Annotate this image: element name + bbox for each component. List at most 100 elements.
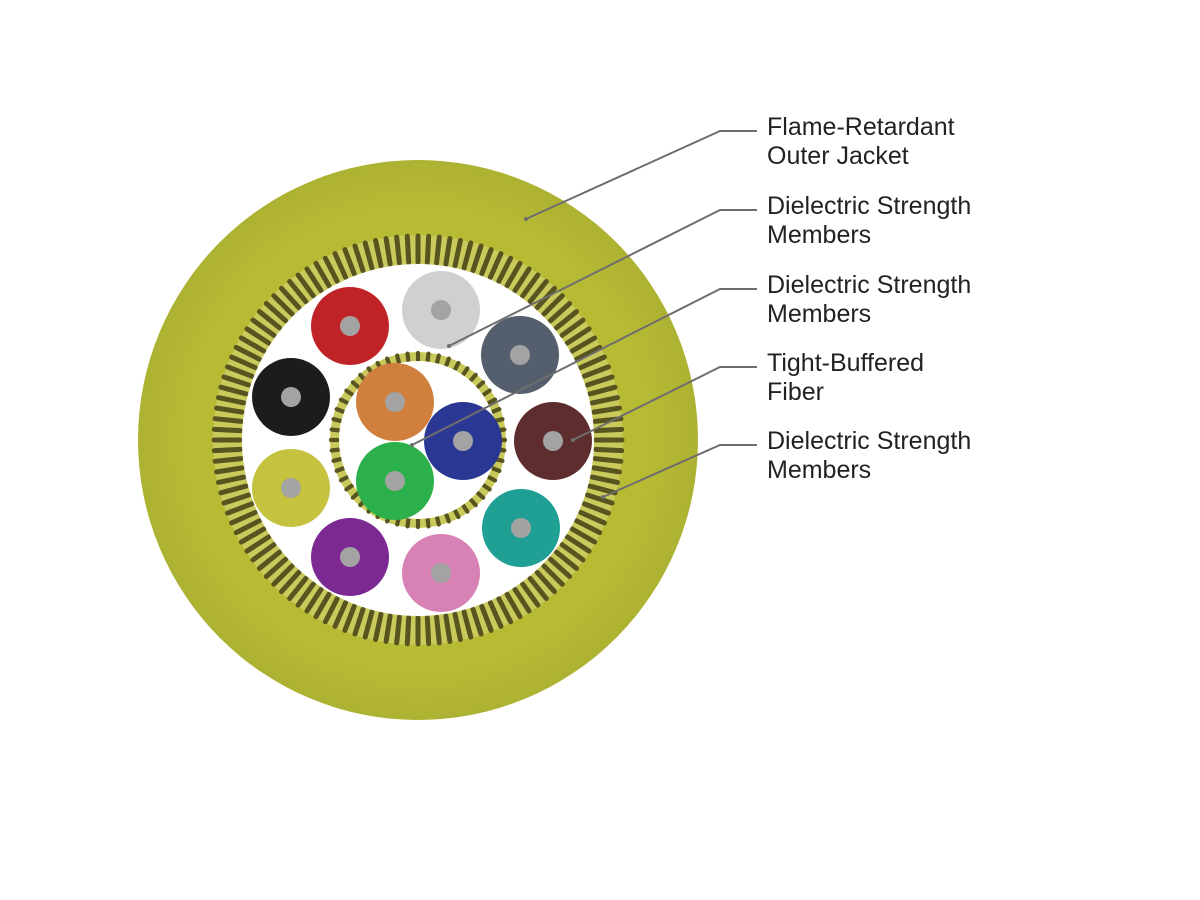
strength-member-strand: [383, 613, 393, 644]
strength-member-strand: [574, 344, 603, 362]
strength-member-strand: [444, 512, 451, 524]
tight-buffered-fibers: [252, 271, 592, 612]
strength-member-strand: [322, 596, 340, 625]
strength-member-strand: [329, 427, 341, 433]
strength-member-strand: [435, 515, 441, 527]
strength-member-strand: [295, 272, 316, 299]
strength-member-strand: [520, 272, 541, 299]
strength-member-strand: [263, 556, 289, 579]
leader-line-outer-jacket: [525, 130, 757, 220]
strength-member-strand: [547, 556, 573, 579]
strength-member-strand: [362, 609, 375, 640]
label-strength-members-2: Dielectric Strength Members: [767, 271, 971, 329]
strength-member-strand: [534, 569, 557, 595]
strength-member-strand: [564, 326, 592, 346]
leader-line-tight-buffered-fiber: [572, 366, 757, 441]
strength-member-strand: [405, 351, 411, 363]
fiber-core: [385, 471, 405, 491]
strength-member-strand: [329, 447, 341, 453]
strength-member-strand: [461, 240, 474, 271]
strength-member-strand: [425, 351, 431, 363]
strength-member-strand: [212, 456, 244, 464]
strength-member-strand: [344, 483, 355, 492]
strength-member-strand: [238, 335, 267, 354]
strength-member-strand: [238, 526, 267, 545]
strength-member-strand: [527, 575, 549, 602]
strength-member-strand: [395, 353, 401, 365]
strength-member-strand: [331, 417, 343, 423]
strength-member-strand: [461, 609, 474, 640]
strength-member-strand: [453, 360, 461, 372]
strength-member-strand: [486, 475, 498, 483]
strength-member-strand: [591, 465, 622, 475]
strength-member-strand: [362, 240, 375, 271]
label-line: Members: [767, 300, 872, 328]
strength-member-strand: [211, 446, 243, 454]
leader-anchor: [524, 217, 528, 221]
strength-member-strand: [250, 317, 277, 338]
strength-member-strand: [263, 301, 289, 324]
fiber-core: [281, 387, 301, 407]
strength-member-strand: [425, 517, 431, 529]
fiber-core: [281, 478, 301, 498]
strength-member-strand: [218, 384, 249, 397]
fiber-rose: [402, 534, 480, 612]
strength-member-strand: [225, 501, 255, 516]
strength-member-strand: [373, 611, 384, 643]
strength-member-strand: [322, 255, 340, 284]
strength-member-strand: [373, 237, 384, 269]
strength-member-strand: [589, 395, 621, 406]
strength-member-strand: [342, 603, 357, 633]
strength-member-strand: [584, 374, 615, 388]
strength-member-strand: [331, 457, 343, 463]
fiber-blue: [424, 402, 502, 480]
strength-member-strand: [504, 260, 523, 289]
leader-anchor: [601, 495, 605, 499]
strength-member-strand: [229, 509, 258, 526]
leader-anchor: [571, 438, 575, 442]
strength-member-strand: [589, 474, 621, 485]
strength-member-strand: [338, 475, 350, 483]
strength-member-strand: [553, 309, 580, 331]
strength-member-strand: [221, 492, 252, 506]
strength-member-strand: [468, 372, 478, 383]
strength-member-strand: [569, 526, 598, 545]
strength-member-strand: [453, 508, 461, 520]
strength-member-strand: [218, 483, 249, 496]
strength-member-strand: [221, 374, 252, 388]
strength-member-strand: [574, 518, 603, 536]
strength-member-strand: [214, 465, 245, 475]
fiber-yellow: [252, 449, 330, 527]
strength-member-strand: [527, 278, 549, 305]
strength-member-strand: [304, 586, 324, 614]
strength-member-strand: [214, 405, 245, 415]
leader-line-strength-members-3: [602, 444, 757, 498]
strength-member-strand: [405, 517, 411, 529]
fiber-orange: [356, 363, 434, 441]
strength-member-strand: [434, 614, 442, 646]
strength-member-strand: [342, 247, 357, 277]
strength-member-strand: [256, 309, 283, 331]
strength-member-strand: [334, 466, 346, 473]
fiber-core: [385, 392, 405, 412]
fiber-violet: [311, 518, 389, 596]
strength-member-strand: [591, 405, 622, 415]
fiber-core: [340, 316, 360, 336]
strength-member-strand: [444, 356, 451, 368]
strength-member-strand: [334, 407, 346, 414]
leader-line-strength-members-2: [411, 288, 757, 446]
strength-member-strand: [496, 596, 514, 625]
strength-member-strand: [244, 326, 272, 346]
strength-member-strand: [487, 600, 504, 629]
leader-line-strength-members-1: [448, 209, 757, 347]
strength-member-strand: [394, 234, 402, 266]
leader-anchor: [410, 443, 414, 447]
strength-member-strand: [215, 474, 247, 485]
strength-member-strand: [443, 613, 453, 644]
leader-lines: [410, 130, 757, 499]
strength-member-strand: [581, 364, 611, 379]
strength-member-strand: [233, 344, 262, 362]
label-line: Flame-Retardant: [767, 113, 955, 141]
label-line: Outer Jacket: [767, 142, 909, 170]
